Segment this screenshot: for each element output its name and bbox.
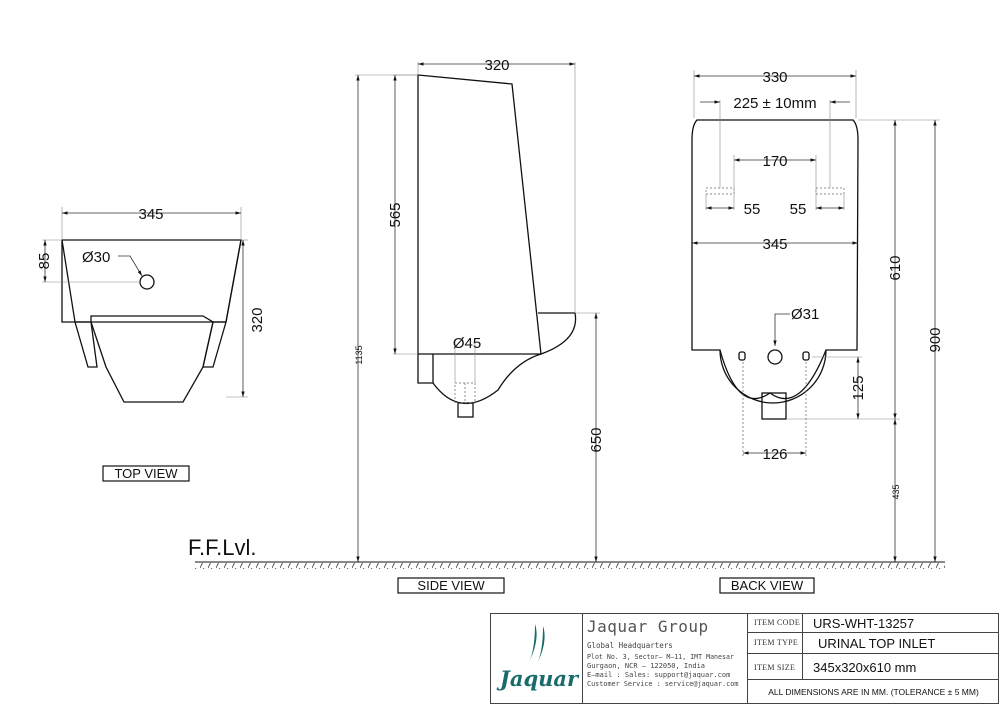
item-size-value: 345x320x610 mm <box>803 654 999 680</box>
back-top-width-dim: 330 <box>762 69 787 86</box>
email-line: E–mail : Sales: support@jaquar.com <box>587 671 731 679</box>
top-view-drawing <box>42 207 248 403</box>
top-hole-dia: Ø30 <box>82 249 110 266</box>
side-rim-height-dim: 650 <box>588 427 605 452</box>
back-total-height-dim: 900 <box>927 327 944 352</box>
floor-level-label: F.F.Lvl. <box>188 535 256 560</box>
back-bracket-span-dim: 225 ± 10mm <box>733 95 816 112</box>
back-height-dim: 610 <box>887 255 904 280</box>
item-size-label: ITEM SIZE <box>748 654 803 680</box>
back-view-drawing <box>691 70 940 562</box>
side-outlet-dia: Ø45 <box>453 335 481 352</box>
logo-cell: Jaquar <box>491 614 583 703</box>
title-block: Jaquar Jaquar Group Global Headquarters … <box>490 613 999 704</box>
top-width-dim: 345 <box>138 206 163 223</box>
customer-service-line: Customer Service : service@jaquar.com <box>587 680 739 688</box>
address-line-1: Plot No. 3, Sector– M–11, IMT Manesar <box>587 653 734 661</box>
company-name: Jaquar Group <box>587 617 709 636</box>
back-outlet-height-dim: 125 <box>850 375 867 400</box>
side-height-dim: 565 <box>387 202 404 227</box>
hq-label: Global Headquarters <box>587 641 673 650</box>
floor-level-line <box>195 561 945 569</box>
item-type-label: ITEM TYPE <box>748 633 803 654</box>
back-inner-span-dim: 170 <box>762 153 787 170</box>
back-view-label: BACK VIEW <box>731 578 804 593</box>
back-inlet-dia: Ø31 <box>791 306 819 323</box>
side-view-label: SIDE VIEW <box>417 578 485 593</box>
top-hole-offset: 85 <box>36 253 53 270</box>
item-code-label: ITEM CODE <box>748 614 803 633</box>
back-width-dim: 345 <box>762 236 787 253</box>
tolerance-note: ALL DIMENSIONS ARE IN MM. (TOLERANCE ± 5… <box>768 687 979 697</box>
side-depth-dim: 320 <box>484 57 509 74</box>
back-view-label-box <box>719 577 815 594</box>
side-total-height-dim: 1135 <box>354 345 364 364</box>
back-fixing-span-dim: 126 <box>762 446 787 463</box>
side-view-drawing <box>355 62 600 562</box>
company-cell: Jaquar Group Global Headquarters Plot No… <box>583 614 748 703</box>
back-bracket-right-dim: 55 <box>790 201 807 218</box>
top-view-label: TOP VIEW <box>114 466 178 481</box>
logo-text: Jaquar <box>499 666 579 691</box>
top-view-label-box <box>102 465 190 482</box>
back-floor-outlet-dim: 435 <box>891 484 901 499</box>
item-type-value: URINAL TOP INLET <box>803 633 999 654</box>
back-bracket-left-dim: 55 <box>744 201 761 218</box>
item-code-value: URS-WHT-13257 <box>803 614 999 633</box>
side-view-label-box <box>397 577 505 594</box>
jaquar-logo-icon <box>529 624 545 664</box>
top-depth-dim: 320 <box>249 307 266 332</box>
address-line-2: Gurgaon, NCR – 122050, India <box>587 662 706 670</box>
